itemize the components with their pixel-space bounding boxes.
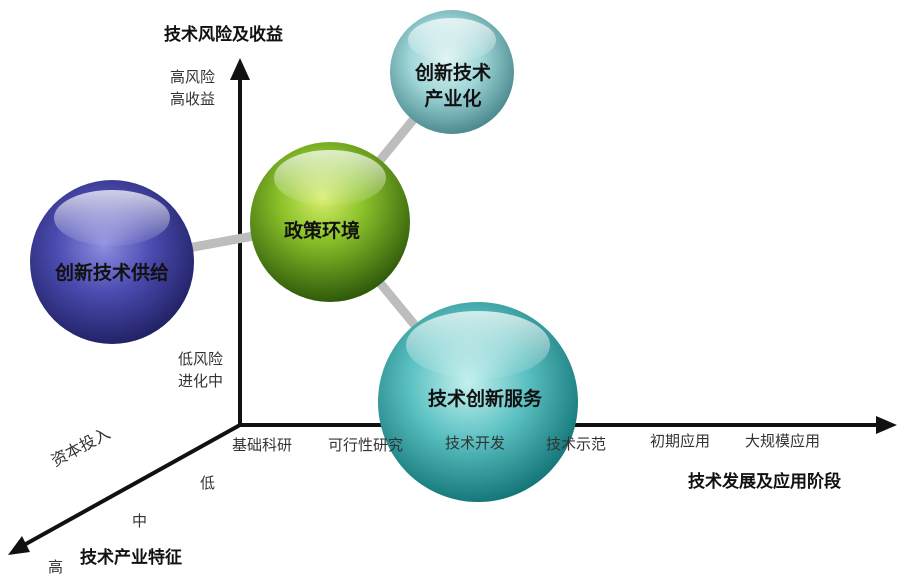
sphere-industrialization-label: 创新技术 产业化 xyxy=(398,60,508,112)
x-stage-initial-application: 初期应用 xyxy=(650,432,711,450)
y-axis-bottom-label: 低风险 进化中 xyxy=(178,348,223,392)
sphere-service-label: 技术创新服务 xyxy=(427,388,542,410)
z-axis-title: 技术产业特征 xyxy=(80,548,182,568)
sphere-policy xyxy=(250,142,410,302)
y-axis-top-label-1: 高风险 xyxy=(170,68,216,86)
y-axis-title: 技术风险及收益 xyxy=(164,25,283,45)
sphere-supply xyxy=(30,180,194,344)
sphere-service xyxy=(378,302,578,502)
x-axis-arrow-icon xyxy=(876,416,897,434)
x-stage-development: 技术开发 xyxy=(445,434,506,452)
sphere-supply-label: 创新技术供给 xyxy=(54,262,169,284)
z-axis-arrow-icon xyxy=(8,536,30,555)
sphere-policy-label: 政策环境 xyxy=(283,220,360,242)
x-stage-feasibility: 可行性研究 xyxy=(328,436,404,454)
x-axis-title: 技术发展及应用阶段 xyxy=(688,472,841,492)
z-level-high: 高 xyxy=(48,558,64,576)
y-axis-top-label-2: 高收益 xyxy=(170,90,216,108)
z-axis-line xyxy=(23,423,241,547)
y-axis-arrow-icon xyxy=(230,58,250,80)
z-level-mid: 中 xyxy=(132,512,148,530)
sphere-industrialization xyxy=(390,10,514,134)
y-axis-bottom-label-2: 进化中 xyxy=(178,372,224,390)
y-axis-bottom-label-1: 低风险 xyxy=(178,350,224,368)
x-stage-large-scale: 大规模应用 xyxy=(745,432,821,450)
x-stage-demonstration: 技术示范 xyxy=(546,435,607,453)
y-axis-top-label: 高风险 高收益 xyxy=(170,66,215,110)
x-stage-basic-research: 基础科研 xyxy=(232,436,293,454)
z-level-low: 低 xyxy=(200,474,216,492)
sphere-industrialization-label-1: 创新技术 xyxy=(414,62,491,84)
sphere-industrialization-label-2: 产业化 xyxy=(424,88,482,110)
